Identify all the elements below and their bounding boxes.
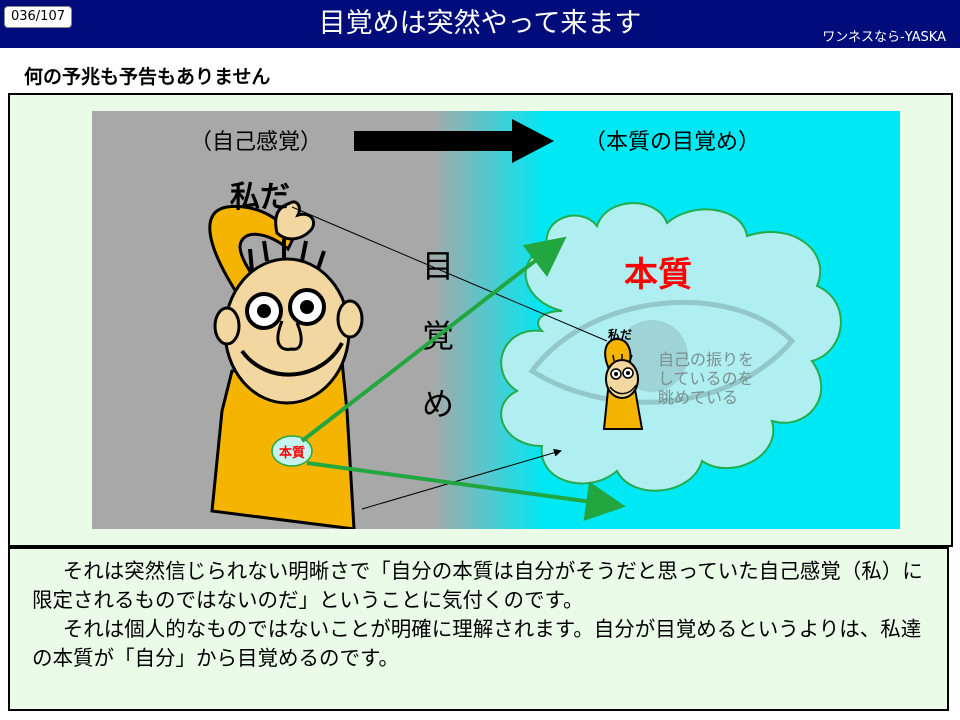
diagram-panel: （自己感覚） （本質の目覚め） (8, 93, 953, 547)
brand-label: ワンネスなら-YASKA (822, 30, 946, 45)
small-essence-cloud (271, 435, 313, 467)
awakening-char-3: め (422, 385, 454, 423)
self-sense-label: （自己感覚） (190, 130, 322, 155)
essence-cloud (500, 202, 842, 492)
page-number-badge: 036/107 (4, 6, 72, 28)
green-arrow-down (306, 461, 626, 522)
watashi-label: 私だ (230, 180, 290, 215)
essence-label: 本質 (624, 255, 692, 295)
explanation-paragraph-1: それは突然信じられない明晰さで「自分の本質は自分がそうだと思っていた自己感覚（私… (32, 559, 923, 612)
observing-line-1: 自己の振りを (658, 350, 754, 369)
essence-awakening-label: （本質の目覚め） (584, 130, 760, 155)
small-watashi-label: 私だ (607, 327, 632, 342)
connector-line-top (291, 206, 608, 342)
person-figure-small (602, 337, 644, 430)
observing-line-2: しているのを (658, 369, 754, 388)
small-essence-label: 本質 (279, 445, 305, 461)
awakening-char-1: 目 (422, 247, 454, 285)
illustration-svg: （自己感覚） （本質の目覚め） (92, 111, 900, 529)
big-arrow-icon (354, 119, 554, 163)
page-title: 目覚めは突然やって来ます (318, 8, 642, 39)
header-bar: 目覚めは突然やって来ます 036/107 ワンネスなら-YASKA (0, 0, 960, 48)
subtitle: 何の予兆も予告もありません (24, 66, 271, 88)
green-arrow-up (300, 236, 567, 443)
explanation-paragraph-2: それは個人的なものではないことが明確に理解されます。自分が目覚めるというよりは、… (32, 617, 922, 670)
connector-line-bottom (361, 448, 562, 510)
explanation-text-box: それは突然信じられない明晰さで「自分の本質は自分がそうだと思っていた自己感覚（私… (8, 547, 949, 711)
observing-line-3: 眺めている (658, 388, 738, 407)
illustration: （自己感覚） （本質の目覚め） (92, 111, 900, 529)
